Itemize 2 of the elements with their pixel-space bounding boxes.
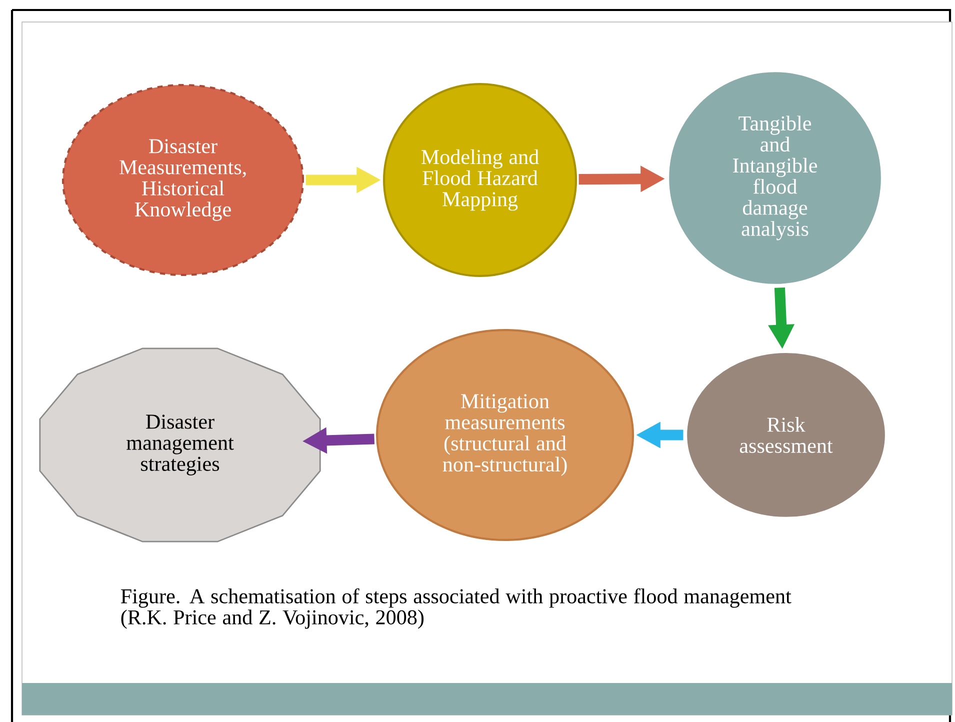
caption: Figure. A schematisation of steps associated with proactive flood management (R.K. Price and Z. Vojinovic, 2008)	[120, 588, 792, 629]
process-polygon: Disaster management strategies	[39, 348, 321, 542]
